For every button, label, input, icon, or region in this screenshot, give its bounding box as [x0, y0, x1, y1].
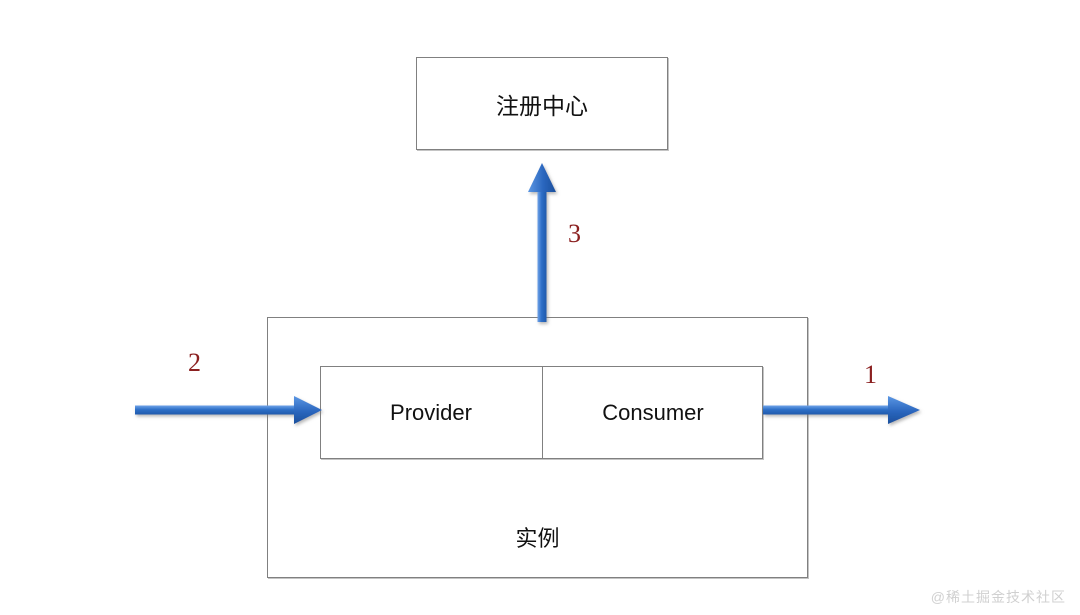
step-number-3: 3 [568, 219, 581, 248]
provider-consumer-box [320, 366, 763, 459]
consumer-label: Consumer [602, 399, 704, 425]
watermark: @稀土掘金技术社区 [930, 589, 1066, 605]
provider-consumer-divider [542, 366, 543, 459]
registry-center-label: 注册中心 [496, 92, 588, 119]
provider-label: Provider [390, 399, 472, 425]
instance-label: 实例 [515, 526, 560, 551]
arrow-register-up [528, 163, 556, 322]
step-number-2: 2 [188, 348, 201, 377]
registry-center-box [416, 57, 668, 150]
step-number-1: 1 [864, 360, 877, 389]
